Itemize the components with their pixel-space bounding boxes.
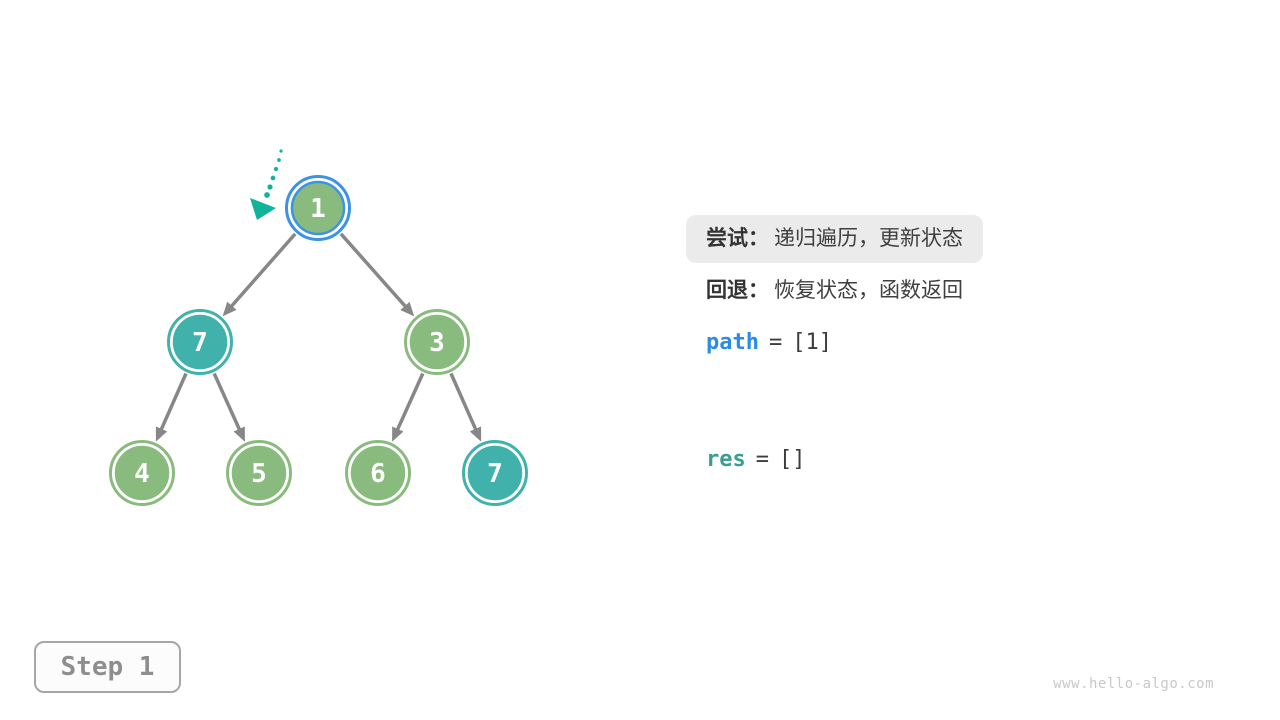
- node-ring: [285, 175, 351, 241]
- node-circle: [231, 445, 287, 501]
- tree-node-7: 7: [462, 440, 528, 506]
- pointer-dot: [277, 158, 281, 162]
- node-ring: [109, 440, 175, 506]
- tree-edge: [212, 372, 245, 442]
- node-label: 1: [310, 194, 326, 224]
- node-label: 7: [487, 459, 503, 489]
- equals-sign: =: [755, 447, 769, 472]
- equals-sign: =: [768, 330, 783, 355]
- node-circle: [114, 445, 170, 501]
- node-circle: [172, 314, 228, 370]
- path-value: [1]: [792, 330, 832, 355]
- tree-edge: [222, 232, 297, 317]
- pointer-dot: [264, 192, 270, 198]
- res-variable-line: res = []: [706, 437, 806, 483]
- pointer-dot: [279, 149, 283, 153]
- node-label: 4: [134, 459, 150, 489]
- node-ring: [167, 309, 233, 375]
- tree-node-5: 5: [226, 440, 292, 506]
- pointer-dot: [270, 175, 276, 181]
- res-value: []: [779, 447, 806, 472]
- tree-edge: [339, 232, 415, 317]
- back-text: 恢复状态，函数返回: [774, 279, 963, 302]
- pointer-arrowhead: [250, 198, 276, 220]
- node-ring: [226, 440, 292, 506]
- node-circle: [467, 445, 523, 501]
- path-variable-line: path = [1]: [706, 320, 832, 366]
- tree-edge: [392, 372, 425, 442]
- tree-node-6: 6: [345, 440, 411, 506]
- tree-edges: [155, 232, 482, 442]
- res-variable-name: res: [706, 447, 746, 472]
- pointer-dot: [267, 184, 273, 190]
- tree-node-4: 4: [109, 440, 175, 506]
- node-label: 7: [192, 328, 208, 358]
- try-status-line: 尝试：递归遍历，更新状态: [686, 215, 983, 263]
- node-label: 3: [429, 328, 445, 358]
- pointer-dot: [273, 166, 279, 172]
- path-variable-name: path: [706, 330, 759, 355]
- node-label: 5: [251, 459, 267, 489]
- tree-edge: [449, 372, 482, 442]
- tree-node-3: 3: [404, 309, 470, 375]
- node-circle: [409, 314, 465, 370]
- try-keyword: 尝试：: [706, 227, 769, 250]
- node-circle: [350, 445, 406, 501]
- back-keyword: 回退：: [706, 279, 769, 302]
- tree-node-1: 1: [285, 175, 351, 241]
- node-ring: [345, 440, 411, 506]
- tree-edge: [155, 372, 188, 442]
- tree-node-7: 7: [167, 309, 233, 375]
- tree-nodes: 1 7 3 4 5 6 7: [109, 175, 528, 506]
- node-ring: [462, 440, 528, 506]
- watermark: www.hello-algo.com: [1053, 676, 1214, 692]
- pointer-arrow-icon: [250, 149, 283, 220]
- node-circle: [290, 180, 346, 236]
- step-badge: Step 1: [34, 641, 181, 693]
- back-status-line: 回退：恢复状态，函数返回: [706, 268, 963, 314]
- node-label: 6: [370, 459, 386, 489]
- node-ring: [404, 309, 470, 375]
- try-text: 递归遍历，更新状态: [774, 227, 963, 250]
